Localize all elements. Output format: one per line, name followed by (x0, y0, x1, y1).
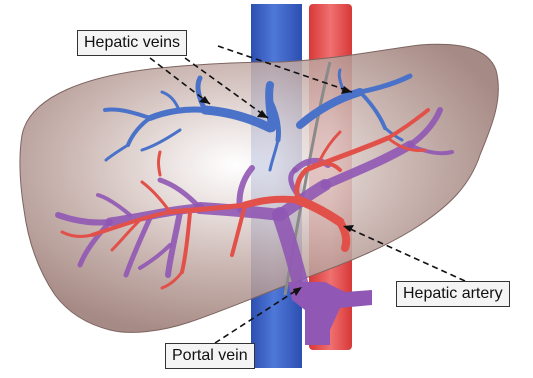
hepatic-veins-label: Hepatic veins (77, 30, 187, 56)
hepatic-artery-label: Hepatic artery (396, 281, 510, 307)
portal-vein-label: Portal vein (165, 343, 255, 369)
